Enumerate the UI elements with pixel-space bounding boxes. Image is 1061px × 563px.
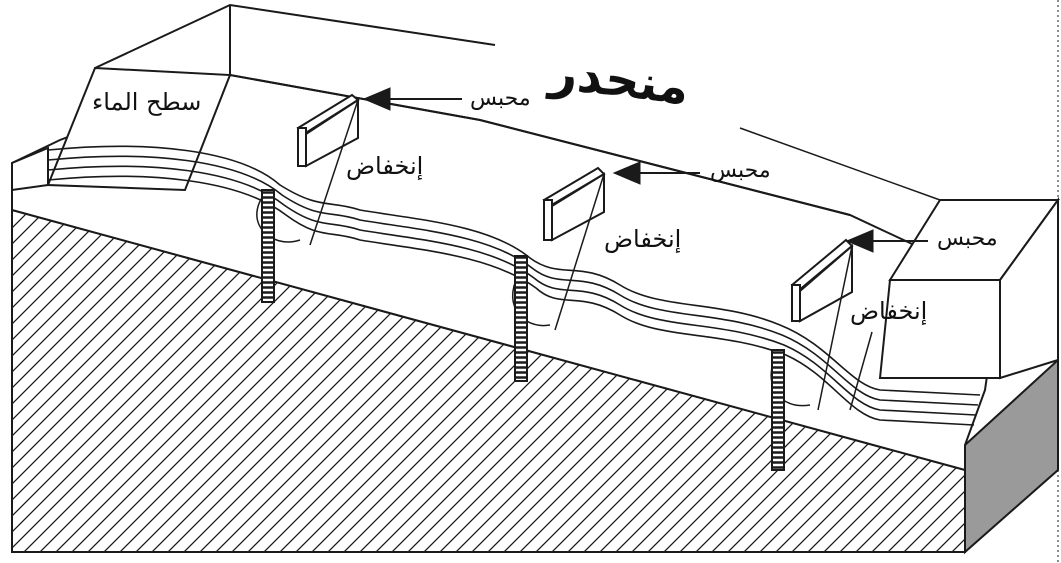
depression-label-1: إنخفاض [346,152,424,180]
top-ledge-left [94,3,496,69]
check-dam-label-1: محبس [470,86,531,111]
ground-side-face [964,357,1059,555]
check-dam-label-2: محبس [710,158,771,183]
check-dam-label-3: محبس [937,226,998,251]
dam-foundation-3 [771,349,785,471]
ridge-line [229,74,851,216]
check-dam-3 [770,238,873,471]
end-block-front [878,279,1001,379]
dam-foundation-2 [514,255,528,382]
arrow-2 [612,161,700,185]
depression-label-2: إنخفاض [604,225,682,253]
dam-foundation-1 [261,189,275,303]
water-surface-label: سطح الماء [92,88,202,116]
depression-label-3: إنخفاض [850,297,928,325]
arrow-1 [362,87,462,111]
check-dam-2 [511,166,606,382]
check-dam-1 [256,93,360,303]
arrow-3 [845,229,928,253]
